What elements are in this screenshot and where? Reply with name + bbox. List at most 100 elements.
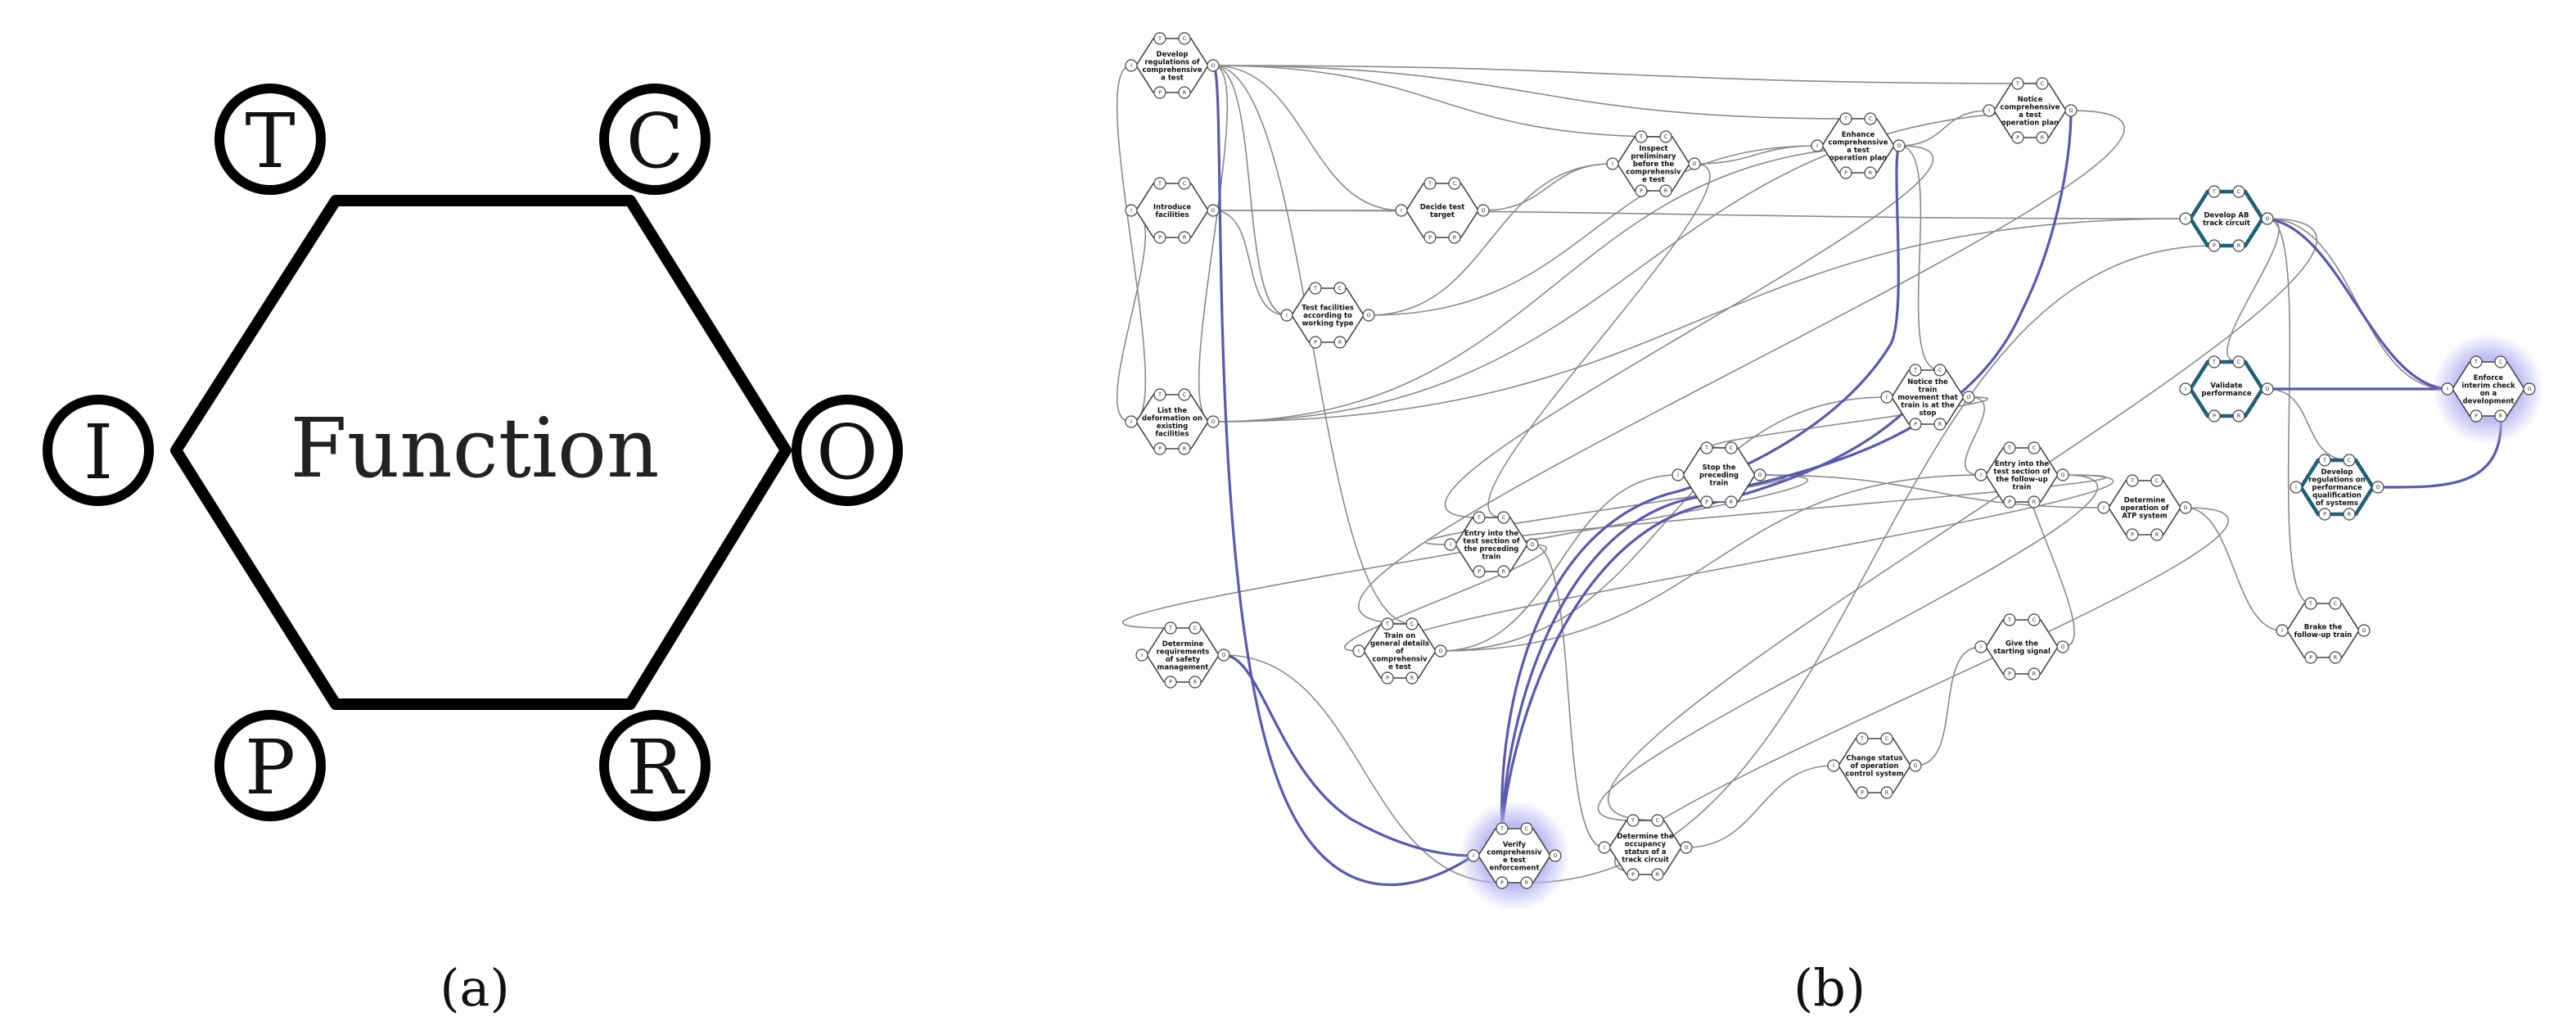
aspect-port: I (1125, 59, 1138, 72)
function-label-line: train (1710, 480, 1729, 488)
function-label-line: Test facilities (1302, 305, 1354, 313)
svg-text:C: C (2237, 189, 2240, 195)
svg-text:R: R (2348, 512, 2351, 518)
aspect-port: R (1933, 418, 1947, 431)
svg-text:P: P (1914, 422, 1917, 427)
svg-text:I: I (1450, 542, 1451, 548)
function-label-line: performance (2312, 484, 2362, 492)
aspect-port: R (2150, 528, 2163, 541)
svg-text:T: T (1477, 515, 1481, 521)
function-label-line: e test (1503, 856, 1526, 865)
aspect-port: I (2441, 382, 2454, 395)
svg-text:C: C (1664, 134, 1667, 140)
svg-text:P: P (2008, 499, 2011, 505)
aspect-resource: R (599, 710, 711, 821)
aspect-port: O (2261, 382, 2274, 395)
function-label-line: Develop (2321, 468, 2353, 477)
function-label-line: Enhance (1842, 131, 1875, 139)
svg-text:O: O (1482, 208, 1486, 214)
aspect-port: I (1671, 468, 1685, 481)
function-label-line: comprehensiv (1626, 169, 1681, 177)
svg-text:I: I (2295, 485, 2297, 490)
svg-text:T: T (1157, 181, 1162, 187)
function-label-line: comprehensive (2001, 103, 2060, 111)
svg-text:C: C (2499, 359, 2502, 365)
svg-text:O: O (1914, 763, 1918, 769)
aspect-port: C (1725, 441, 1738, 454)
svg-text:T: T (1385, 621, 1389, 627)
aspect-port: T (1164, 621, 1177, 635)
svg-text:T: T (1168, 626, 1172, 631)
svg-text:I: I (1816, 143, 1818, 149)
svg-text:O: O (1897, 143, 1902, 149)
svg-text:T: T (1157, 36, 1162, 42)
function-label-line: e test (1642, 176, 1665, 184)
aspect-port: R (2329, 651, 2342, 664)
aspect-port: C (1933, 364, 1947, 377)
svg-text:R: R (2499, 414, 2502, 419)
aspect-port: I (1974, 640, 1987, 653)
svg-text:P: P (1844, 170, 1847, 176)
coupling-line (1532, 544, 1605, 848)
svg-text:C: C (2032, 617, 2036, 623)
coupling-line (2267, 218, 2312, 604)
function-label-line: facilities (1155, 211, 1189, 219)
function-label-line: occupancy (1625, 840, 1667, 848)
aspect-port: P (2208, 409, 2221, 423)
svg-text:P: P (2309, 655, 2312, 661)
coupling-line (1898, 110, 1990, 147)
function-label-line: preliminary (1631, 153, 1676, 161)
svg-text:R: R (2032, 671, 2036, 677)
aspect-port: I (2179, 382, 2192, 395)
function-label-line: test section of (1463, 537, 1519, 545)
aspect-port: T (2470, 355, 2483, 368)
svg-text:C: C (1502, 515, 1505, 521)
aspect-port: P (1626, 868, 1640, 881)
function-label-line: before the (1633, 160, 1674, 169)
coupling-line (1212, 65, 1288, 316)
aspect-port: O (2261, 212, 2274, 225)
aspect-port: P (1153, 442, 1166, 455)
aspect-precondition: P (214, 710, 326, 821)
aspect-port: T (1381, 617, 1394, 630)
svg-text:P: P (2213, 243, 2216, 249)
svg-text:C: C (1183, 392, 1186, 398)
function-label-line: management (1157, 663, 1209, 671)
svg-text:P: P (2008, 671, 2011, 677)
aspect-port: O (2056, 468, 2069, 481)
svg-text:O: O (1211, 208, 1216, 214)
function-label-line: Introduce (1153, 203, 1191, 211)
function-label-line: of (1396, 648, 1404, 656)
aspect-port: P (2208, 239, 2221, 252)
svg-text:P: P (1428, 235, 1432, 241)
function-label-line: according to (1303, 312, 1352, 320)
function-label-line: Notice (2018, 96, 2043, 104)
aspect-port: T (1153, 388, 1166, 401)
function-label-line: Notice the (1907, 378, 1948, 386)
coupling-line (1712, 396, 1989, 449)
coupling-line (1212, 145, 1900, 423)
coupling-line (1964, 396, 1986, 476)
svg-text:O: O (1211, 419, 1216, 425)
svg-text:R: R (2155, 532, 2159, 538)
aspect-port: O (2179, 501, 2192, 514)
svg-text:C: C (626, 97, 683, 185)
aspect-port: I (2290, 481, 2303, 494)
aspect-port: C (2329, 597, 2342, 610)
aspect-port: O (1207, 204, 1220, 217)
svg-text:R: R (1410, 676, 1414, 681)
aspect-port: T (1856, 732, 1869, 745)
svg-text:P: P (1314, 340, 1317, 346)
coupling-line (1212, 65, 2043, 84)
coupling-line (1344, 544, 1547, 652)
aspect-port: O (1549, 849, 1562, 862)
aspect-port: T (1473, 511, 1486, 524)
